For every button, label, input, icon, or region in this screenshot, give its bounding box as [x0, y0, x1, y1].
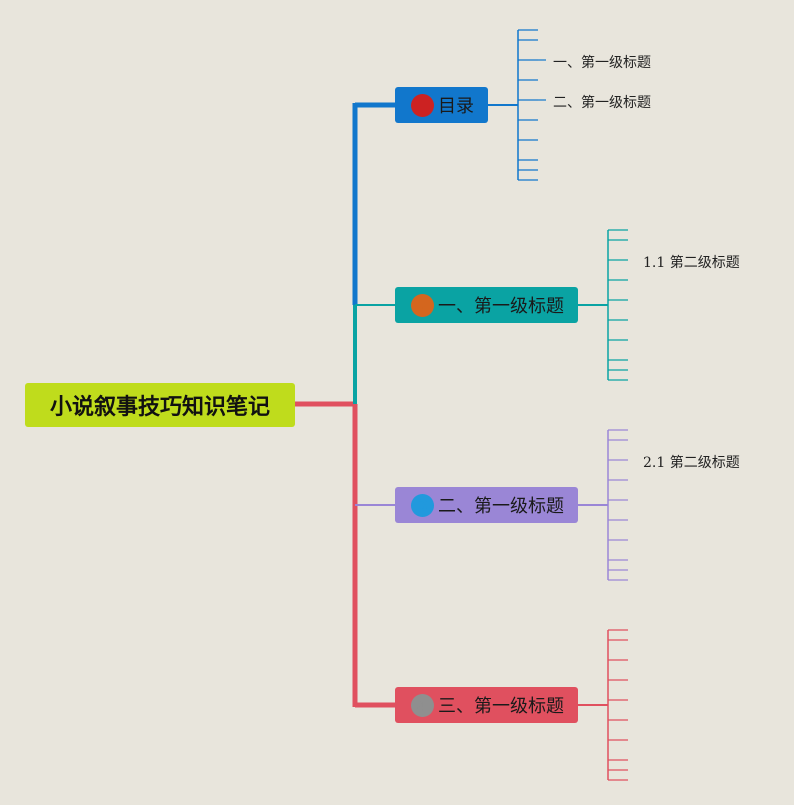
branch-label: 目录	[438, 96, 474, 117]
toc-item-2[interactable]: 二、第一级标题	[553, 95, 651, 111]
subheading-2-1[interactable]: 2.1 第二级标题	[643, 455, 740, 471]
root-topic[interactable]: 小说叙事技巧知识笔记	[25, 383, 295, 427]
number-badge-icon: 3	[411, 493, 434, 517]
branch-label: 二、第一级标题	[438, 496, 564, 517]
branch-label: 一、第一级标题	[438, 296, 564, 317]
root-topic-label: 小说叙事技巧知识笔记	[49, 395, 270, 420]
number-badge-icon: 4	[411, 693, 434, 717]
toc-item-1[interactable]: 一、第一级标题	[553, 55, 651, 71]
number-badge-icon: 1	[411, 93, 434, 117]
branch-heading-1[interactable]: 2 一、第一级标题	[395, 287, 578, 323]
branch-toc[interactable]: 1 目录	[395, 87, 488, 123]
branch-label: 三、第一级标题	[438, 696, 564, 717]
number-badge-icon: 2	[411, 293, 434, 317]
branch-heading-3[interactable]: 4 三、第一级标题	[395, 687, 578, 723]
subheading-1-1[interactable]: 1.1 第二级标题	[643, 255, 740, 271]
branch-heading-2[interactable]: 3 二、第一级标题	[395, 487, 578, 523]
